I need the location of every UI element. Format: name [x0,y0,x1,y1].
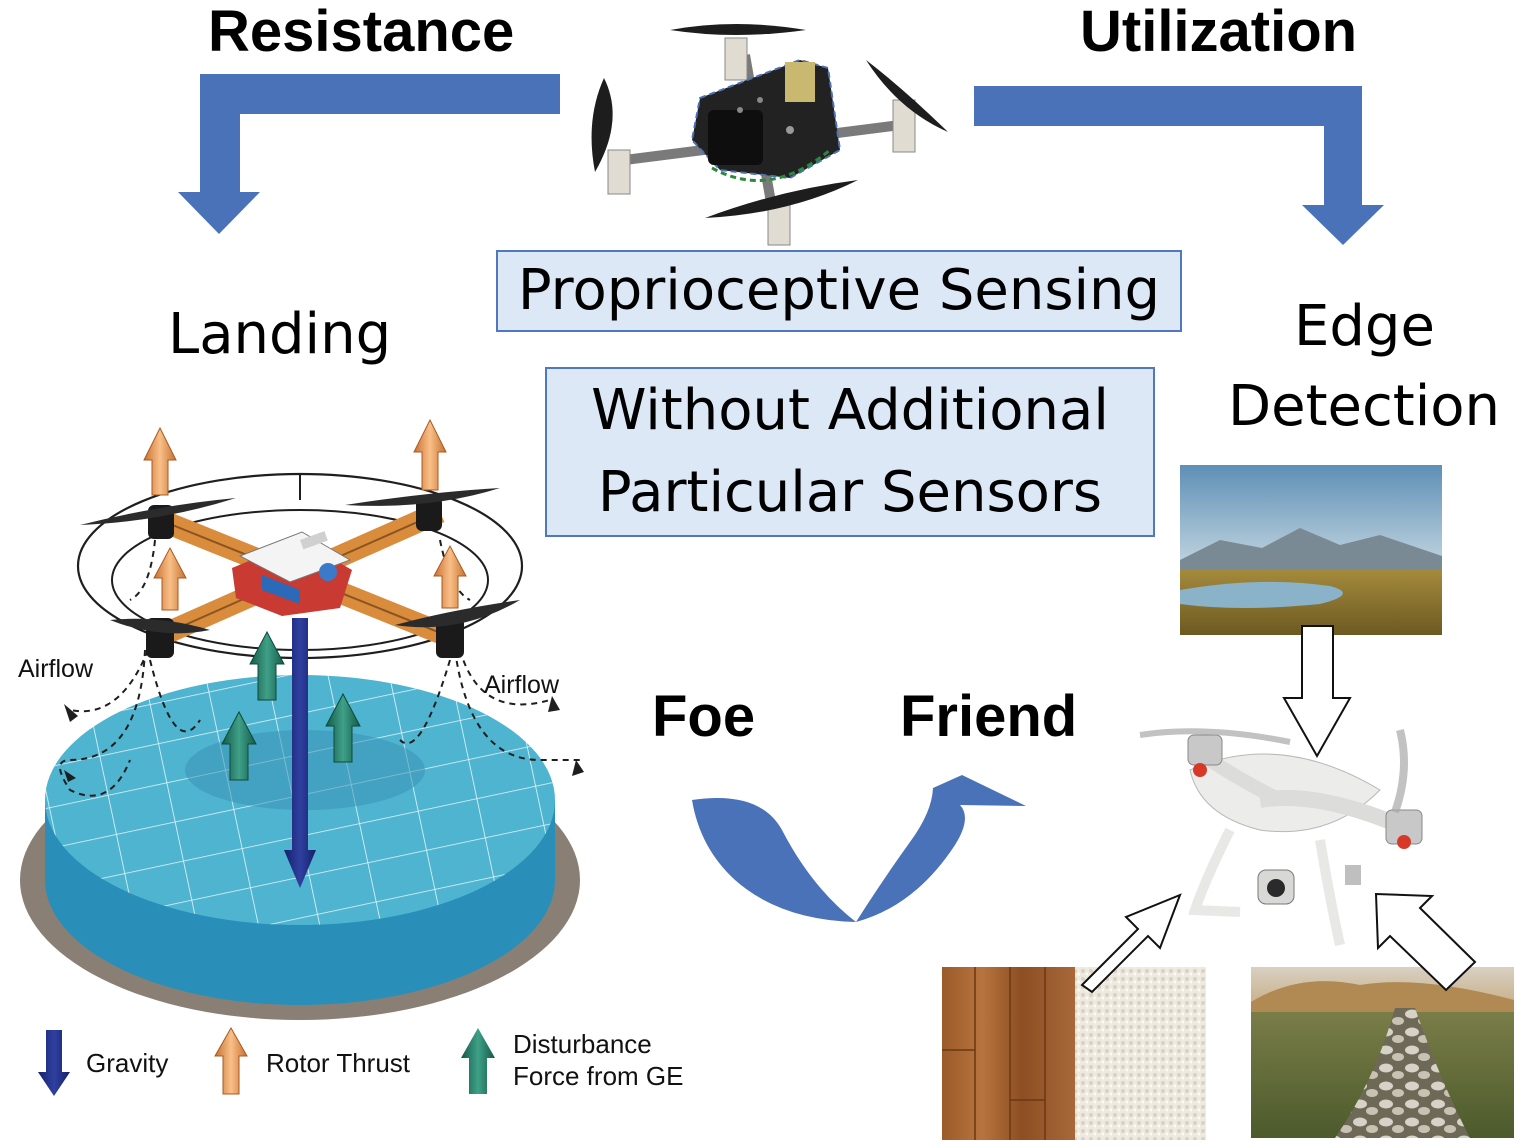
friend-label: Friend [900,684,1078,749]
floor-texture-photo [942,967,1206,1140]
without-sensors-box: Without Additional Particular Sensors [545,367,1155,537]
micro-drone-image [591,24,948,246]
quadcopter-image [1139,728,1423,947]
resistance-label: Resistance [208,0,515,64]
disturbance-legend-label-2: Force from GE [513,1061,684,1091]
gravity-legend-label: Gravity [86,1048,169,1078]
without-line1: Without Additional [591,378,1109,443]
landing-label: Landing [168,302,392,367]
thrust-legend-icon [214,1026,248,1095]
utilization-arrow [974,86,1384,245]
up-right-hollow-arrow [1080,893,1182,994]
landscape-photo [1180,465,1442,635]
gravity-legend-icon [38,1030,70,1096]
foe-friend-arrow [692,775,1026,922]
disturbance-legend-label-1: Disturbance [513,1029,652,1059]
proprioceptive-box: Proprioceptive Sensing [496,250,1182,332]
edge-label: Edge [1294,294,1435,359]
detection-label: Detection [1228,374,1501,439]
airflow-right-label: Airflow [484,671,560,699]
down-hollow-arrow [1282,625,1352,759]
thrust-legend-label: Rotor Thrust [266,1048,411,1078]
foe-label: Foe [652,684,756,749]
landing-illustration [20,418,584,1020]
up-left-hollow-arrow [1374,892,1477,992]
without-line2: Particular Sensors [597,460,1103,525]
proprioceptive-label: Proprioceptive Sensing [517,258,1161,323]
airflow-left-label: Airflow [18,655,94,683]
resistance-arrow [178,74,560,234]
disturbance-legend-icon [461,1028,495,1094]
utilization-label: Utilization [1080,0,1358,64]
stone-path-photo [1251,967,1514,1138]
